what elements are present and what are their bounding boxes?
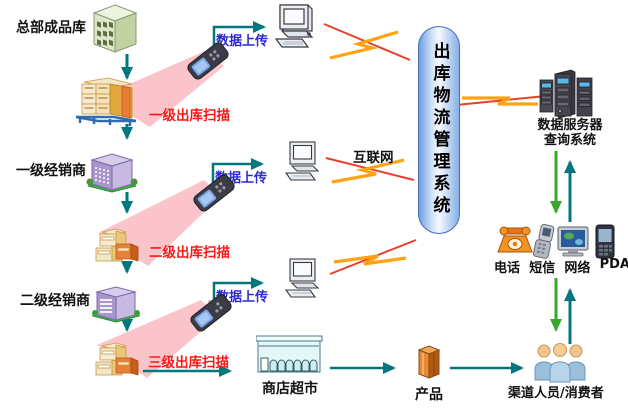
boxes-icon bbox=[95, 342, 139, 376]
lightning-icon bbox=[329, 239, 417, 275]
scanner-icon bbox=[187, 42, 229, 80]
computer-icon bbox=[284, 141, 320, 181]
consumers-label: 渠道人员/消费者 bbox=[508, 386, 604, 401]
store-icon bbox=[256, 335, 323, 373]
lightning-icon bbox=[325, 157, 415, 184]
scan2-label: 二级出库扫描 bbox=[149, 245, 230, 261]
query-link-arrows-1 bbox=[550, 151, 576, 222]
monitor-icon bbox=[557, 226, 589, 257]
pda-icon bbox=[595, 224, 615, 259]
system-cylinder: 出库物流管理系统 bbox=[418, 26, 460, 234]
scan1-label: 一级出库扫描 bbox=[149, 108, 230, 124]
computer-icon bbox=[274, 4, 314, 48]
distributor1-label: 一级经销商 bbox=[16, 163, 86, 179]
channel-web-label: 网络 bbox=[564, 261, 591, 276]
scanner-icon bbox=[193, 174, 235, 212]
lightning-icon bbox=[323, 23, 411, 61]
product-icon bbox=[417, 345, 441, 379]
query-link-arrows-2 bbox=[550, 278, 576, 344]
store-label: 商店超市 bbox=[262, 381, 318, 397]
bottom-flow-arrows bbox=[143, 362, 524, 377]
system-title: 出库物流管理系统 bbox=[429, 42, 450, 218]
internet-label: 互联网 bbox=[353, 150, 394, 166]
phone-icon bbox=[497, 226, 533, 253]
distributor-building-icon bbox=[86, 153, 138, 193]
mobile-icon bbox=[532, 223, 555, 259]
server-label-line2: 查询系统 bbox=[543, 133, 596, 148]
server-icon bbox=[539, 69, 593, 119]
boxes-icon bbox=[95, 228, 139, 262]
computer-icon bbox=[284, 258, 320, 298]
channel-pda-label: PDA bbox=[599, 257, 628, 272]
channel-phone-label: 电话 bbox=[494, 261, 521, 276]
hq-label: 总部成品库 bbox=[16, 20, 86, 36]
scan3-label: 三级出库扫描 bbox=[148, 355, 229, 371]
warehouse-icon bbox=[92, 4, 138, 53]
lightning-icon bbox=[455, 95, 547, 106]
server-label-line1: 数据服务器 bbox=[537, 118, 603, 133]
distributor2-label: 二级经销商 bbox=[20, 293, 90, 309]
scanner-icon bbox=[190, 294, 232, 332]
channel-sms-label: 短信 bbox=[529, 261, 556, 276]
upload-arrows bbox=[211, 21, 266, 305]
pallet-icon bbox=[75, 77, 137, 126]
product-label: 产品 bbox=[415, 387, 443, 403]
people-icon bbox=[534, 343, 586, 383]
distributor-building-icon bbox=[91, 286, 141, 323]
upload1-label: 数据上传 bbox=[216, 34, 269, 49]
channel-labels: 电话 短信 网络 PDA bbox=[494, 257, 628, 276]
